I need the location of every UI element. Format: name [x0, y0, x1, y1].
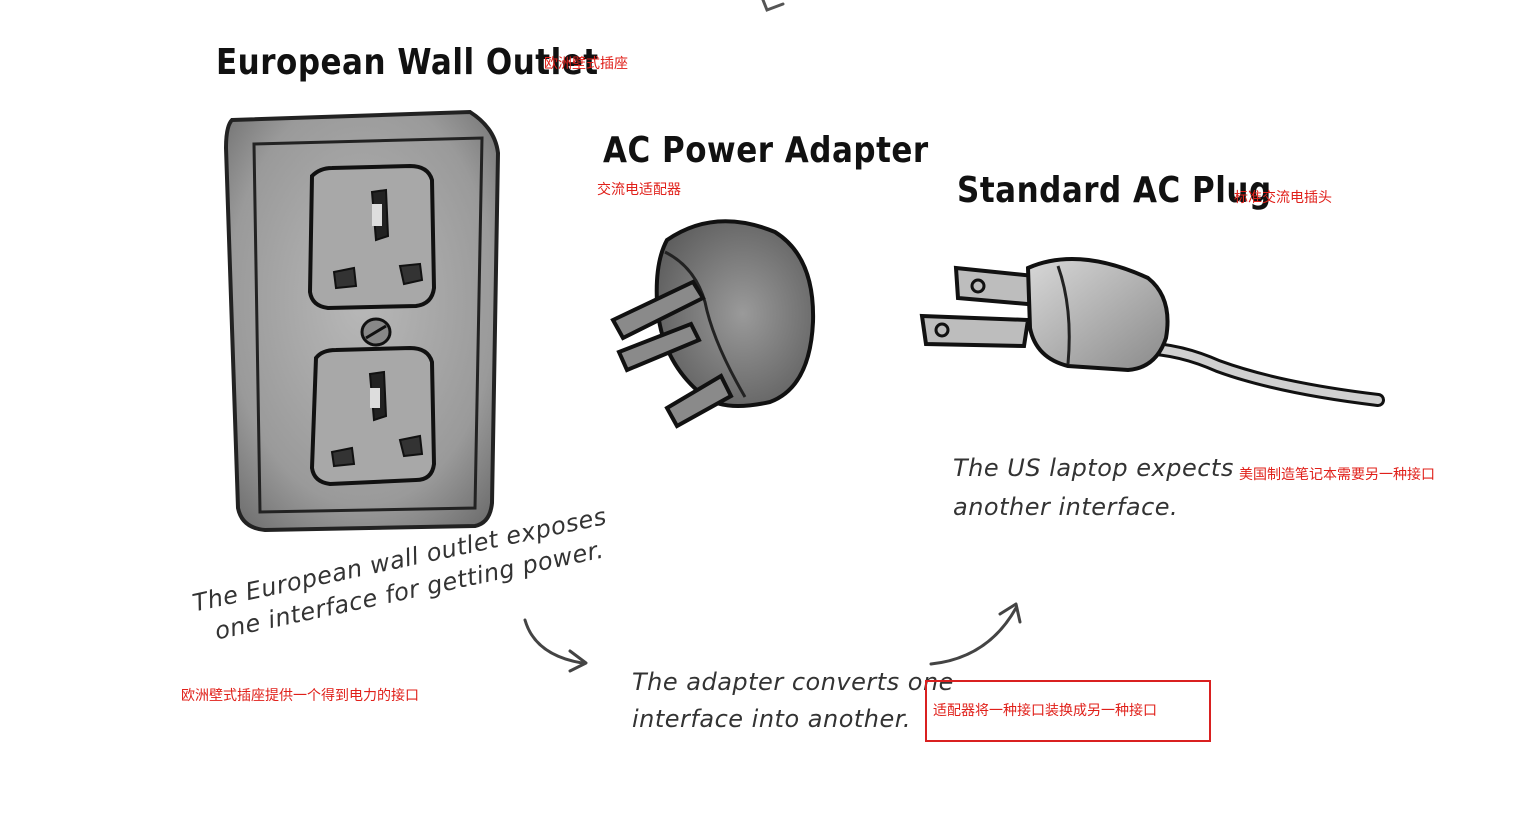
adapter-caption-line1: The adapter converts one: [632, 668, 954, 696]
translation-laptop-caption: 美国制造笔记本需要另一种接口: [1239, 467, 1435, 483]
heading-ac-power-adapter: AC Power Adapter: [603, 130, 929, 172]
standard-ac-plug-icon: [919, 257, 1385, 407]
top-arrow-fragment-icon: [761, 0, 785, 12]
laptop-caption-line1: The US laptop expects: [953, 454, 1234, 482]
translation-ac-power-adapter: 交流电适配器: [597, 182, 681, 198]
ac-power-adapter-icon: [610, 219, 816, 429]
heading-european-wall-outlet: European Wall Outlet: [216, 42, 599, 84]
heading-standard-ac-plug: Standard AC Plug: [957, 170, 1272, 212]
european-wall-outlet-icon: [223, 109, 501, 533]
translation-european-wall-outlet: 欧洲壁式插座: [544, 56, 628, 72]
translation-outlet-caption: 欧洲壁式插座提供一个得到电力的接口: [181, 688, 419, 704]
curved-arrow-icon: [523, 618, 588, 673]
adapter-caption-line2: interface into another.: [632, 705, 912, 733]
translation-adapter-caption: 适配器将一种接口装换成另一种接口: [933, 703, 1157, 719]
curved-arrow-icon: [929, 602, 1022, 666]
translation-standard-ac-plug: 标准交流电插头: [1234, 190, 1332, 206]
laptop-caption-line2: another interface.: [953, 493, 1179, 521]
highlight-box-adapter-caption: [925, 680, 1211, 742]
